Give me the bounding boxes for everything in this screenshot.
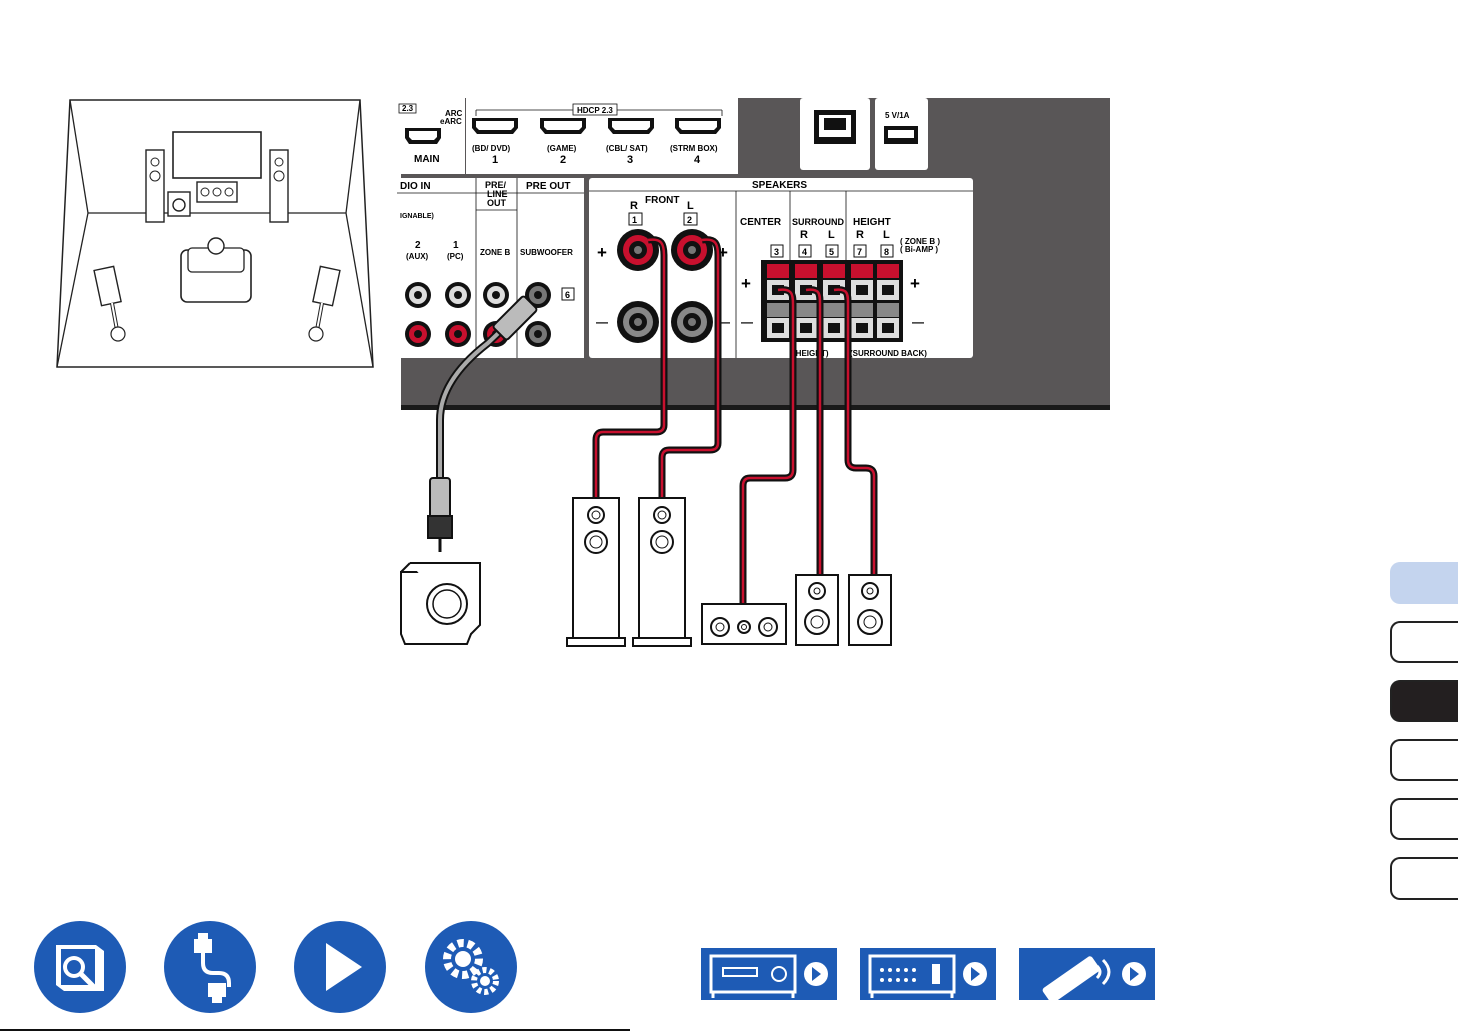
svg-text:1: 1 [453, 240, 459, 251]
audio-in-header: DIO IN [400, 181, 431, 192]
surround-back-note: (SURROUND BACK) [850, 349, 927, 358]
surround-left-speaker-icon [849, 575, 891, 645]
hdmi-partial-label: 2.3 [402, 104, 414, 113]
hdcp-label: HDCP 2.3 [577, 106, 613, 115]
footer-rule [0, 1029, 630, 1031]
svg-text:3: 3 [627, 154, 633, 166]
front-r-minus-terminal[interactable] [617, 301, 659, 343]
svg-text:5 V/1A: 5 V/1A [885, 111, 910, 120]
front-panel-nav-button[interactable] [701, 948, 837, 1000]
height-minus: — [912, 315, 924, 329]
svg-text:L: L [883, 229, 890, 241]
manual-nav-button[interactable] [34, 921, 126, 1013]
svg-text:2: 2 [687, 215, 692, 225]
setup-nav-button[interactable] [425, 921, 517, 1013]
rca-sub-2[interactable] [525, 321, 551, 347]
front-r-plus-terminal[interactable] [617, 229, 659, 271]
hdmi-main-label: MAIN [414, 154, 440, 165]
cable-icon [164, 921, 256, 1013]
side-tab-2[interactable] [1390, 621, 1458, 663]
rca-pc-l[interactable] [445, 282, 471, 308]
surround-right-speaker-icon [796, 575, 838, 645]
side-tab-6[interactable] [1390, 857, 1458, 900]
rear-panel: 2.3 ARC eARC MAIN HDCP 2.3 (BD/ DVD) 1 (… [397, 98, 1110, 410]
connection-nav-button[interactable] [164, 921, 256, 1013]
subwoofer-number: 6 [565, 290, 570, 300]
side-tab-5[interactable] [1390, 798, 1458, 840]
front-plus-left: + [597, 243, 607, 262]
rear-panel-icon [860, 948, 996, 1000]
side-tab-4[interactable] [1390, 739, 1458, 781]
center-minus: — [741, 315, 753, 329]
svg-text:L: L [687, 200, 694, 212]
subwoofer-label: SUBWOOFER [520, 248, 573, 257]
remote-control-icon [1019, 948, 1155, 1000]
front-panel-icon [701, 948, 837, 1000]
front-left-speaker-icon [633, 498, 691, 646]
svg-text:2: 2 [415, 240, 421, 251]
front-right-speaker-icon [567, 498, 625, 646]
center-plus: + [741, 274, 751, 293]
manual-book-icon [34, 921, 126, 1013]
center-label: CENTER [740, 217, 782, 228]
svg-text:4: 4 [694, 154, 701, 166]
svg-text:(CBL/ SAT): (CBL/ SAT) [606, 144, 648, 153]
speakers-header: SPEAKERS [752, 180, 807, 191]
push-terminal-block [761, 260, 903, 342]
svg-text:R: R [856, 229, 864, 241]
rca-zoneb-l[interactable] [483, 282, 509, 308]
svg-text:R: R [630, 200, 638, 212]
svg-text:(PC): (PC) [447, 252, 464, 261]
svg-text:8: 8 [884, 247, 889, 257]
svg-text:L: L [828, 229, 835, 241]
surround-label: SURROUND [792, 217, 845, 227]
svg-text:4: 4 [802, 247, 807, 257]
svg-text:7: 7 [857, 247, 862, 257]
svg-text:1: 1 [632, 215, 637, 225]
svg-text:2: 2 [560, 154, 566, 166]
subwoofer-speaker-icon [401, 563, 480, 644]
side-tab-1[interactable] [1390, 562, 1458, 604]
front-minus-left: — [596, 315, 608, 329]
svg-text:3: 3 [774, 247, 779, 257]
rca-aux-l[interactable] [405, 282, 431, 308]
svg-text:5: 5 [829, 247, 834, 257]
gears-icon [425, 921, 517, 1013]
play-icon [294, 921, 386, 1013]
earc-label: eARC [440, 117, 462, 126]
playback-nav-button[interactable] [294, 921, 386, 1013]
remote-nav-button[interactable] [1019, 948, 1155, 1000]
bi-amp-note: ( Bi-AMP ) [900, 245, 938, 254]
side-tab-3[interactable] [1390, 680, 1458, 722]
front-l-plus-terminal[interactable] [671, 229, 713, 271]
svg-text:R: R [800, 229, 808, 241]
svg-text:(BD/ DVD): (BD/ DVD) [472, 144, 511, 153]
rear-panel-nav-button[interactable] [860, 948, 996, 1000]
height-plus: + [910, 274, 920, 293]
center-speaker-icon [702, 604, 786, 644]
rca-aux-r[interactable] [405, 321, 431, 347]
rca-pc-r[interactable] [445, 321, 471, 347]
svg-text:(AUX): (AUX) [406, 252, 429, 261]
svg-text:1: 1 [492, 154, 498, 166]
svg-text:(GAME): (GAME) [547, 144, 577, 153]
usb-port[interactable]: 5 V/1A [875, 98, 928, 170]
network-port[interactable] [800, 98, 870, 170]
assignable-label: IGNABLE) [400, 213, 434, 220]
svg-text:(STRM BOX): (STRM BOX) [670, 144, 718, 153]
zone-b-label: ZONE B [480, 248, 510, 257]
speaker-layout-diagram [57, 100, 373, 367]
pre-out-header: PRE OUT [526, 181, 570, 192]
svg-text:OUT: OUT [487, 198, 507, 208]
front-l-minus-terminal[interactable] [671, 301, 713, 343]
height-label: HEIGHT [853, 217, 891, 228]
front-label: FRONT [645, 195, 679, 206]
height-note: (HEIGHT) [793, 349, 829, 358]
